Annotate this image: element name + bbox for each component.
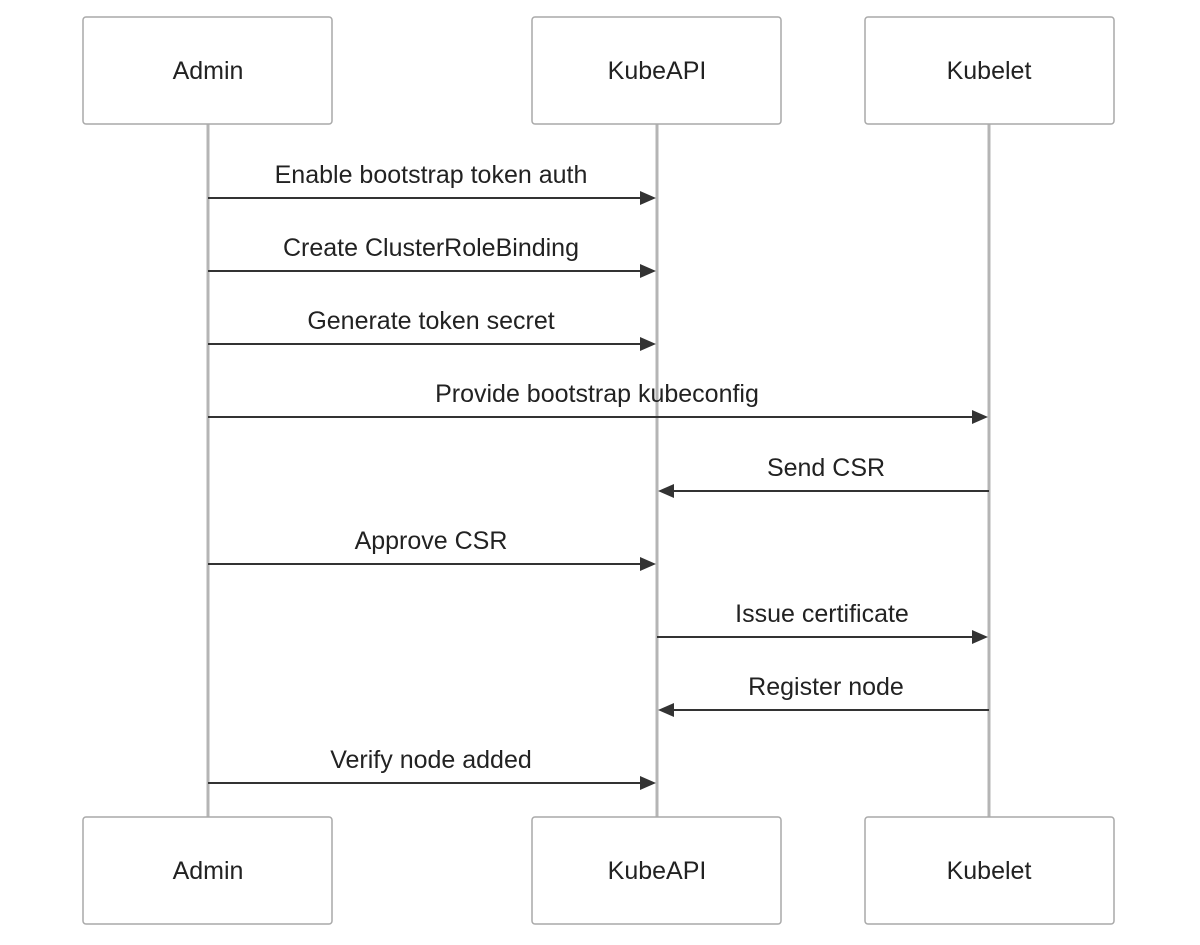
participant-kubelet-top: Kubelet bbox=[864, 16, 1115, 125]
participant-box bbox=[531, 16, 782, 125]
participant-box bbox=[82, 816, 333, 925]
participant-kubeapi-bottom: KubeAPI bbox=[531, 816, 782, 925]
participant-label: KubeAPI bbox=[608, 57, 707, 85]
message-2: Create ClusterRoleBinding bbox=[208, 234, 656, 278]
participant-admin-bottom: Admin bbox=[82, 816, 333, 925]
participant-kubeapi-top: KubeAPI bbox=[531, 16, 782, 125]
arrowhead-right-icon bbox=[972, 630, 988, 644]
message-label: Provide bootstrap kubeconfig bbox=[435, 380, 759, 408]
participant-box bbox=[864, 16, 1115, 125]
arrowhead-right-icon bbox=[972, 410, 988, 424]
participant-label: Admin bbox=[173, 857, 244, 885]
arrowhead-left-icon bbox=[658, 484, 674, 498]
participant-admin-top: Admin bbox=[82, 16, 333, 125]
participant-box bbox=[864, 816, 1115, 925]
arrowhead-right-icon bbox=[640, 191, 656, 205]
arrowhead-right-icon bbox=[640, 557, 656, 571]
message-label: Approve CSR bbox=[355, 527, 508, 555]
participant-label: Admin bbox=[173, 57, 244, 85]
message-8: Register node bbox=[658, 673, 989, 717]
message-label: Issue certificate bbox=[735, 600, 909, 628]
participant-label: Kubelet bbox=[947, 857, 1032, 885]
message-1: Enable bootstrap token auth bbox=[208, 161, 656, 205]
message-label: Send CSR bbox=[767, 454, 885, 482]
participant-label: Kubelet bbox=[947, 57, 1032, 85]
message-4: Provide bootstrap kubeconfig bbox=[208, 380, 988, 424]
participant-kubelet-bottom: Kubelet bbox=[864, 816, 1115, 925]
arrowhead-right-icon bbox=[640, 337, 656, 351]
message-9: Verify node added bbox=[208, 746, 656, 790]
arrowhead-right-icon bbox=[640, 776, 656, 790]
message-label: Register node bbox=[748, 673, 904, 701]
message-6: Approve CSR bbox=[208, 527, 656, 571]
message-label: Create ClusterRoleBinding bbox=[283, 234, 579, 262]
message-label: Enable bootstrap token auth bbox=[275, 161, 588, 189]
message-5: Send CSR bbox=[658, 454, 989, 498]
participant-box bbox=[531, 816, 782, 925]
participant-box bbox=[82, 16, 333, 125]
arrowhead-right-icon bbox=[640, 264, 656, 278]
message-7: Issue certificate bbox=[657, 600, 988, 644]
participant-label: KubeAPI bbox=[608, 857, 707, 885]
message-3: Generate token secret bbox=[208, 307, 656, 351]
arrowhead-left-icon bbox=[658, 703, 674, 717]
message-label: Verify node added bbox=[330, 746, 532, 774]
message-label: Generate token secret bbox=[307, 307, 554, 335]
